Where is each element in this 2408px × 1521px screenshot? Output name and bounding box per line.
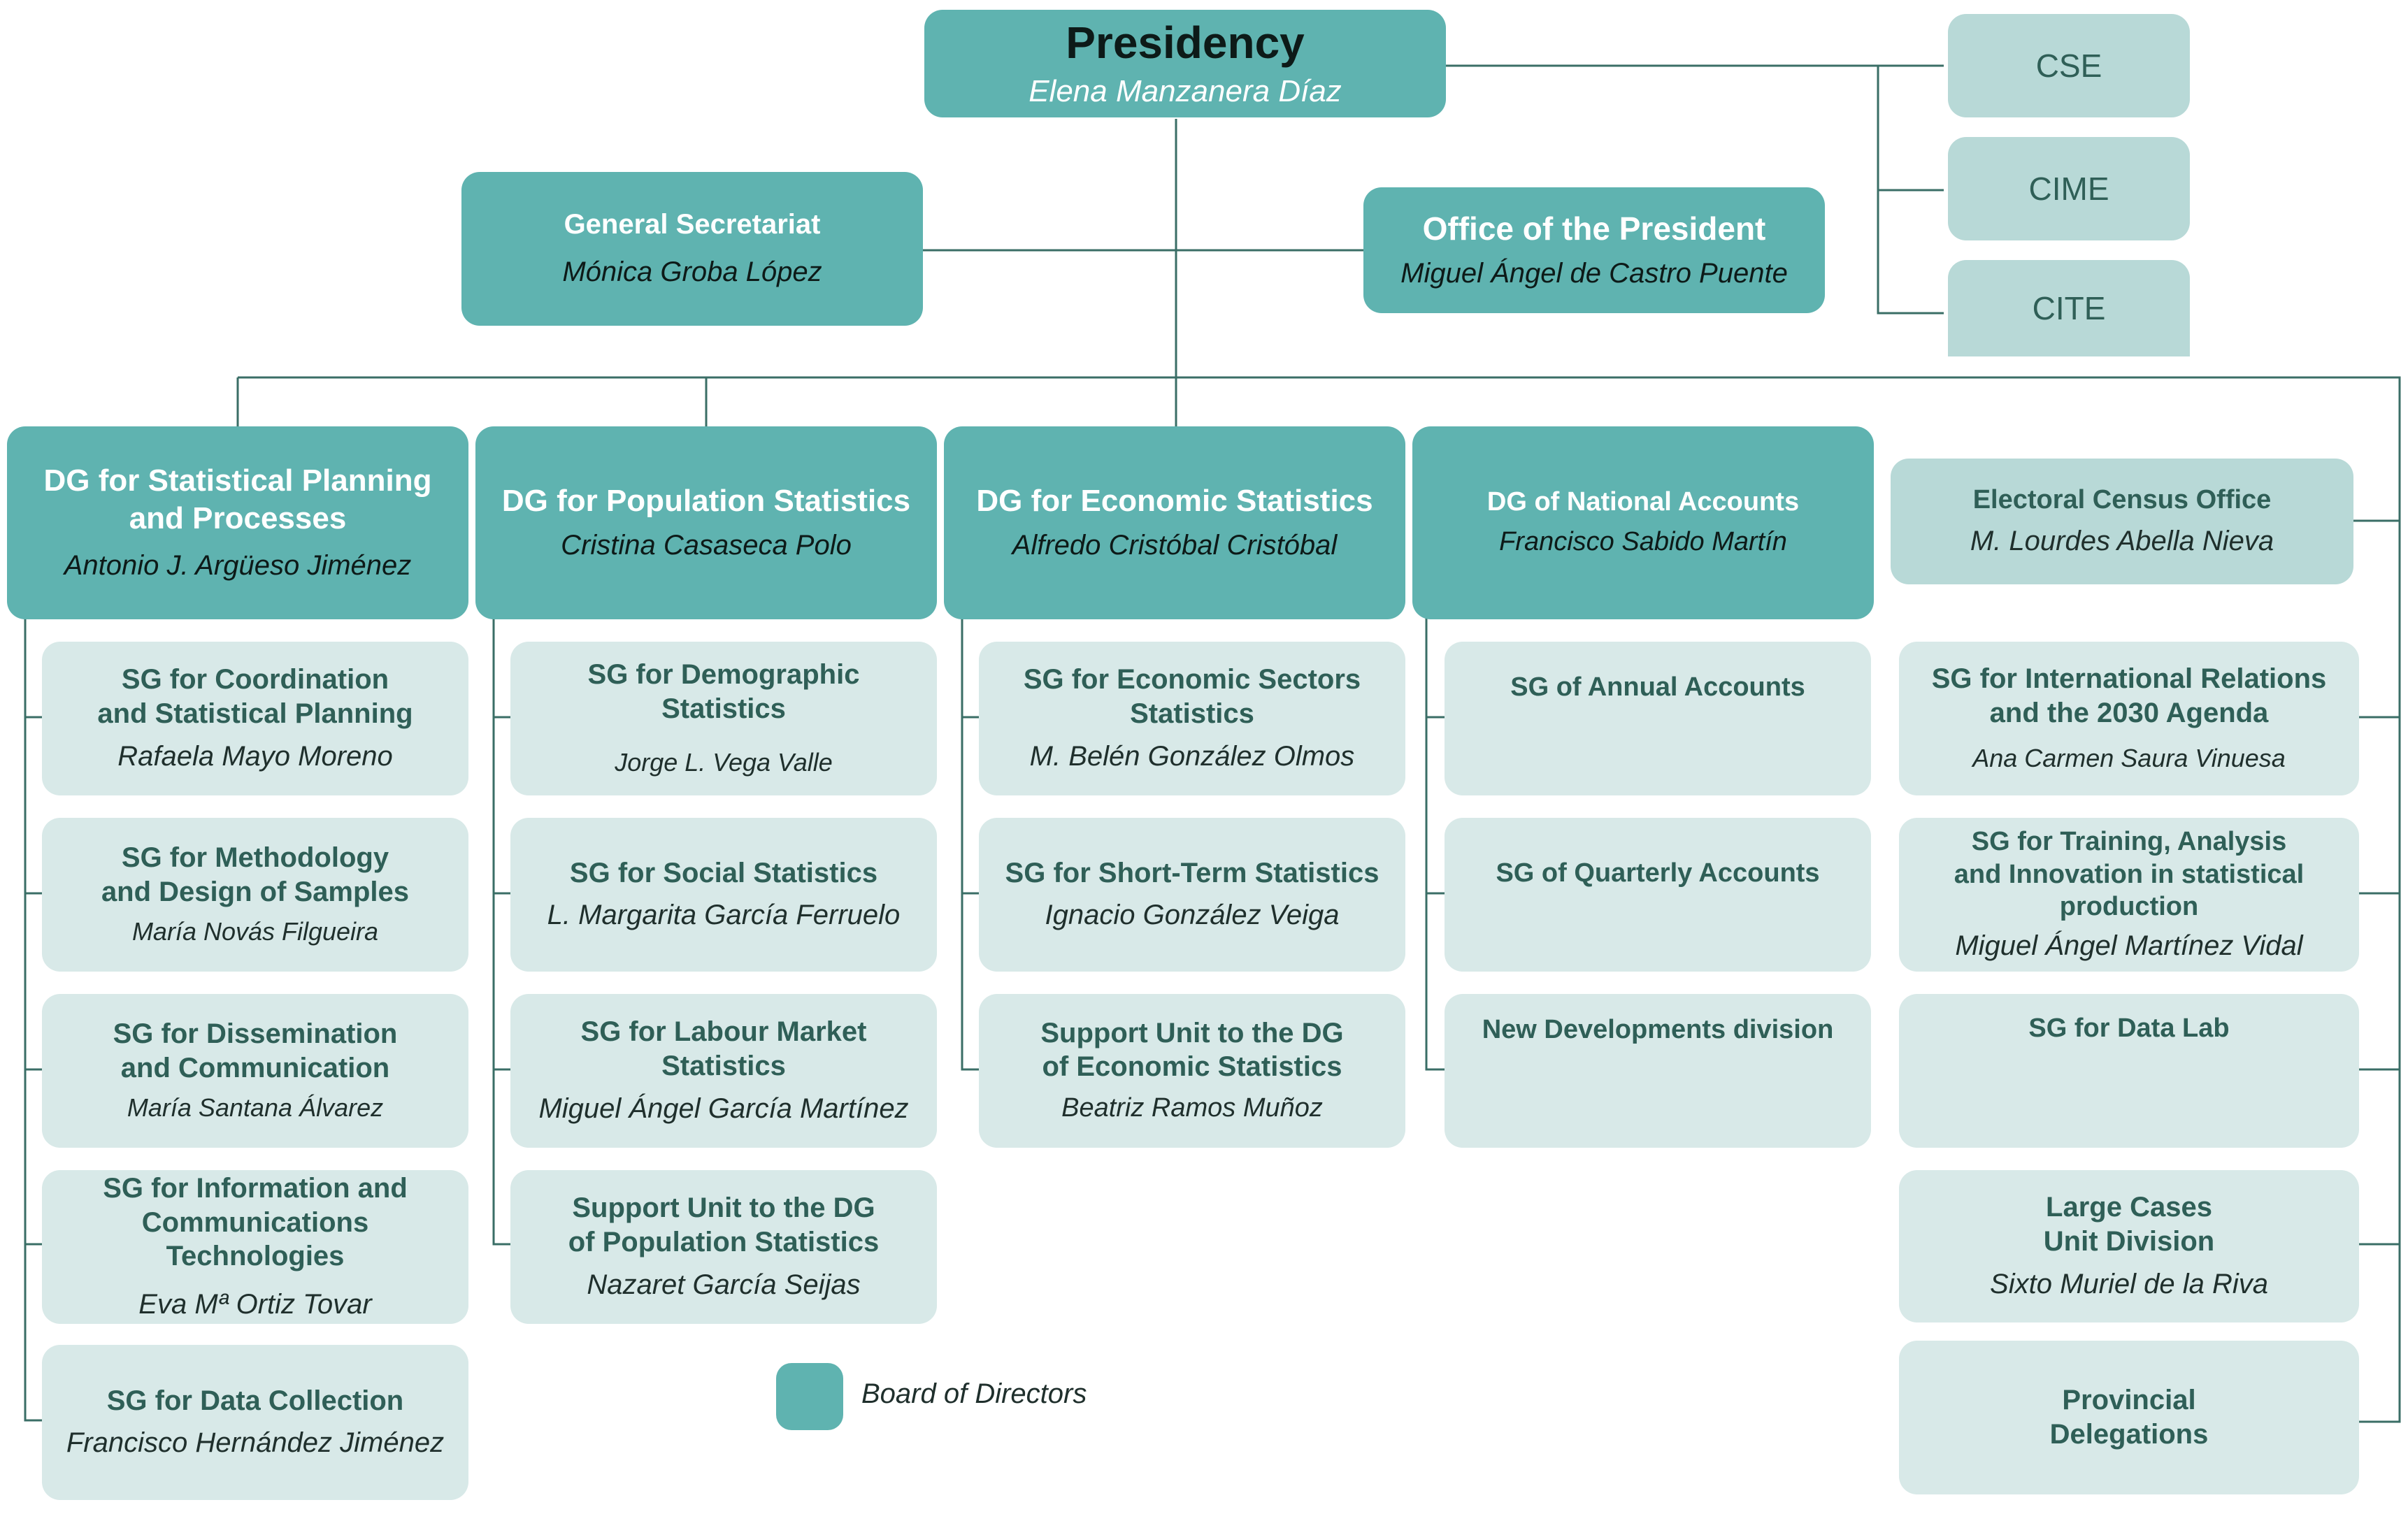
unit-title: SG for Coordination and Statistical Plan…: [97, 664, 413, 729]
unit-person: María Novás Filgueira: [131, 917, 379, 946]
unit-person: Francisco Hernández Jiménez: [66, 1427, 445, 1459]
dg-national-accounts-person: Francisco Sabido Martín: [1499, 527, 1787, 557]
council-label: CITE: [2032, 290, 2106, 326]
presidency-person: Elena Manzanera Díaz: [1029, 74, 1342, 109]
sg-data-collection-box[interactable]: SG for Data Collection Francisco Hernánd…: [42, 1345, 468, 1500]
office-president-title: Office of the President: [1422, 210, 1766, 247]
electoral-census-title: Electoral Census Office: [1972, 484, 2272, 514]
council-cite[interactable]: CITE: [1948, 260, 2190, 356]
sg-international-relations-box[interactable]: SG for International Relations and the 2…: [1899, 642, 2359, 795]
unit-title: SG for Information and Communications Te…: [103, 1172, 408, 1272]
council-cse[interactable]: CSE: [1948, 14, 2190, 117]
unit-person: Jorge L. Vega Valle: [615, 748, 833, 777]
sg-economic-sectors-box[interactable]: SG for Economic Sectors Statistics M. Be…: [979, 642, 1405, 795]
general-secretariat-box[interactable]: General Secretariat Mónica Groba López: [461, 172, 923, 326]
unit-person: Miguel Ángel García Martínez: [538, 1093, 909, 1124]
unit-title: SG for Data Lab: [2028, 1014, 2230, 1043]
dg-economic-person: Alfredo Cristóbal Cristóbal: [1012, 529, 1338, 561]
dg-population-title: DG for Population Statistics: [501, 484, 911, 519]
dg-economic-box[interactable]: DG for Economic Statistics Alfredo Crist…: [944, 426, 1405, 619]
unit-title: Large Cases Unit Division: [2043, 1192, 2215, 1257]
legend-label: Board of Directors: [861, 1378, 1087, 1409]
sg-quarterly-accounts-box[interactable]: SG of Quarterly Accounts: [1445, 818, 1871, 972]
electoral-census-box[interactable]: Electoral Census Office M. Lourdes Abell…: [1891, 459, 2353, 584]
dg-statistical-planning-box[interactable]: DG for Statistical Planning and Processe…: [7, 426, 468, 619]
unit-title: New Developments division: [1482, 1015, 1834, 1044]
unit-title: Support Unit to the DG of Economic Stati…: [1040, 1017, 1344, 1083]
unit-title: Provincial Delegations: [2049, 1385, 2209, 1450]
sg-coordination-box[interactable]: SG for Coordination and Statistical Plan…: [42, 642, 468, 795]
large-cases-unit-box[interactable]: Large Cases Unit Division Sixto Muriel d…: [1899, 1170, 2359, 1322]
unit-person: Beatriz Ramos Muñoz: [1061, 1093, 1323, 1123]
sg-labour-market-box[interactable]: SG for Labour Market Statistics Miguel Á…: [510, 994, 937, 1148]
general-secretariat-person: Mónica Groba López: [562, 257, 822, 288]
unit-title: SG for Dissemination and Communication: [113, 1018, 398, 1083]
unit-person: Rafaela Mayo Moreno: [117, 740, 393, 772]
office-president-person: Miguel Ángel de Castro Puente: [1400, 258, 1788, 289]
unit-title: SG of Quarterly Accounts: [1496, 858, 1820, 888]
provincial-delegations-box[interactable]: Provincial Delegations: [1899, 1341, 2359, 1494]
new-developments-box[interactable]: New Developments division: [1445, 994, 1871, 1148]
electoral-census-person: M. Lourdes Abella Nieva: [1970, 526, 2274, 557]
unit-title: SG for Economic Sectors Statistics: [1023, 664, 1361, 729]
dg-national-accounts-box[interactable]: DG of National Accounts Francisco Sabido…: [1412, 426, 1874, 619]
unit-title: SG for Training, Analysis and Innovation…: [1954, 827, 2305, 922]
office-president-box[interactable]: Office of the President Miguel Ángel de …: [1363, 187, 1825, 313]
dg-statistical-planning-person: Antonio J. Argüeso Jiménez: [64, 549, 412, 581]
unit-title: SG for Demographic Statistics: [587, 658, 860, 724]
unit-person: Eva Mª Ortiz Tovar: [138, 1289, 372, 1320]
dg-economic-title: DG for Economic Statistics: [976, 484, 1373, 519]
unit-title: SG for Data Collection: [106, 1385, 404, 1416]
council-cime[interactable]: CIME: [1948, 137, 2190, 240]
unit-title: SG for Labour Market Statistics: [580, 1016, 867, 1081]
sg-data-lab-box[interactable]: SG for Data Lab: [1899, 994, 2359, 1148]
dg-population-box[interactable]: DG for Population Statistics Cristina Ca…: [475, 426, 937, 619]
sg-demographic-box[interactable]: SG for Demographic Statistics Jorge L. V…: [510, 642, 937, 795]
unit-person: Ignacio González Veiga: [1045, 900, 1340, 931]
unit-title: Support Unit to the DG of Population Sta…: [568, 1192, 880, 1257]
unit-person: Sixto Muriel de la Riva: [1990, 1268, 2268, 1299]
sg-annual-accounts-box[interactable]: SG of Annual Accounts: [1445, 642, 1871, 795]
unit-title: SG for International Relations and the 2…: [1931, 663, 2327, 728]
unit-title: SG for Social Statistics: [569, 857, 878, 888]
unit-person: María Santana Álvarez: [127, 1093, 384, 1123]
sg-training-analysis-box[interactable]: SG for Training, Analysis and Innovation…: [1899, 818, 2359, 972]
sg-methodology-box[interactable]: SG for Methodology and Design of Samples…: [42, 818, 468, 972]
council-label: CIME: [2028, 171, 2109, 207]
dg-national-accounts-title: DG of National Accounts: [1486, 487, 1800, 517]
sg-short-term-box[interactable]: SG for Short-Term Statistics Ignacio Gon…: [979, 818, 1405, 972]
sg-social-box[interactable]: SG for Social Statistics L. Margarita Ga…: [510, 818, 937, 972]
legend-swatch: [776, 1363, 843, 1430]
unit-person: Ana Carmen Saura Vinuesa: [1972, 744, 2286, 773]
presidency-title: Presidency: [1066, 17, 1305, 69]
unit-person: Nazaret García Seijas: [587, 1269, 861, 1300]
support-unit-economic-box[interactable]: Support Unit to the DG of Economic Stati…: [979, 994, 1405, 1148]
council-label: CSE: [2035, 48, 2102, 84]
unit-person: Miguel Ángel Martínez Vidal: [1955, 930, 2303, 961]
dg-statistical-planning-title: DG for Statistical Planning and Processe…: [43, 463, 432, 535]
support-unit-population-box[interactable]: Support Unit to the DG of Population Sta…: [510, 1170, 937, 1324]
unit-person: M. Belén González Olmos: [1029, 740, 1355, 772]
unit-person: L. Margarita García Ferruelo: [547, 900, 901, 931]
dg-population-person: Cristina Casaseca Polo: [561, 529, 852, 561]
general-secretariat-title: General Secretariat: [564, 208, 821, 240]
unit-title: SG for Methodology and Design of Samples: [101, 842, 410, 907]
sg-ict-box[interactable]: SG for Information and Communications Te…: [42, 1170, 468, 1324]
unit-title: SG for Short-Term Statistics: [1005, 857, 1379, 888]
unit-title: SG of Annual Accounts: [1510, 672, 1805, 702]
presidency-box[interactable]: Presidency Elena Manzanera Díaz: [924, 10, 1446, 117]
sg-dissemination-box[interactable]: SG for Dissemination and Communication M…: [42, 994, 468, 1148]
